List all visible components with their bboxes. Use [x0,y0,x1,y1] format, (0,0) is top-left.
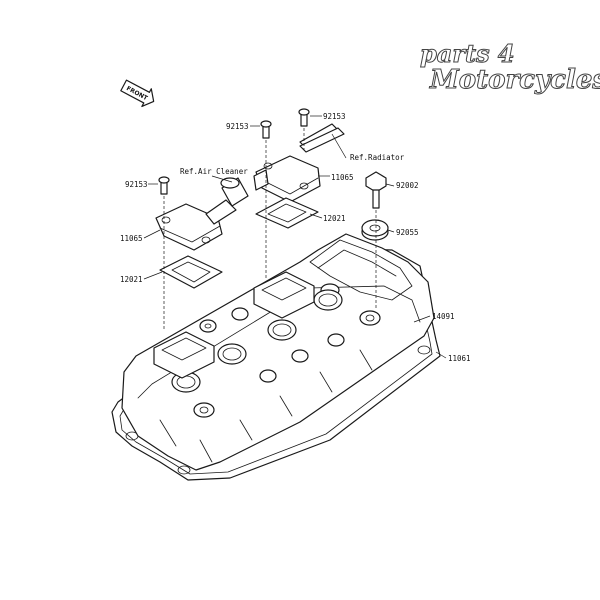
label-11061: 11061 [448,354,471,363]
alignment-lines [163,128,377,330]
front-arrow-icon: FRONT [120,79,155,108]
label-12021-right: 12021 [323,214,346,223]
parts4motorcycles-logo: parts 4 Motorcycles [420,39,600,96]
right-breather-gasket [255,197,319,229]
label-14091: 14091 [432,312,455,321]
label-11065-left: 11065 [120,234,143,243]
bolt-92153-left [158,176,170,195]
grommet-92055 [361,219,389,241]
bolt-92153-middle [260,120,272,139]
label-ref-air-cleaner: Ref.Air Cleaner [180,167,248,176]
leader-lines [143,115,447,359]
label-92153-middle: 92153 [226,122,249,131]
label-ref-radiator: Ref.Radiator [350,153,405,162]
label-92055: 92055 [396,228,419,237]
left-breather-gasket [159,255,223,289]
part-labels: 92153 92153 92153 Ref.Air Cleaner Ref.Ra… [120,112,471,363]
breather-hose [220,177,249,207]
cylinder-head-cover [121,233,435,471]
logo-line-2: Motorcycles [429,65,600,95]
label-92002: 92002 [396,181,419,190]
label-11065-right: 11065 [331,173,354,182]
left-breather-cover [155,199,237,251]
bolt-92002 [365,171,387,209]
label-92153-right: 92153 [323,112,346,121]
bolt-92153-right [298,108,310,127]
logo-line-1: parts 4 [420,39,515,68]
label-12021-left: 12021 [120,275,143,284]
label-92153-left: 92153 [125,180,148,189]
